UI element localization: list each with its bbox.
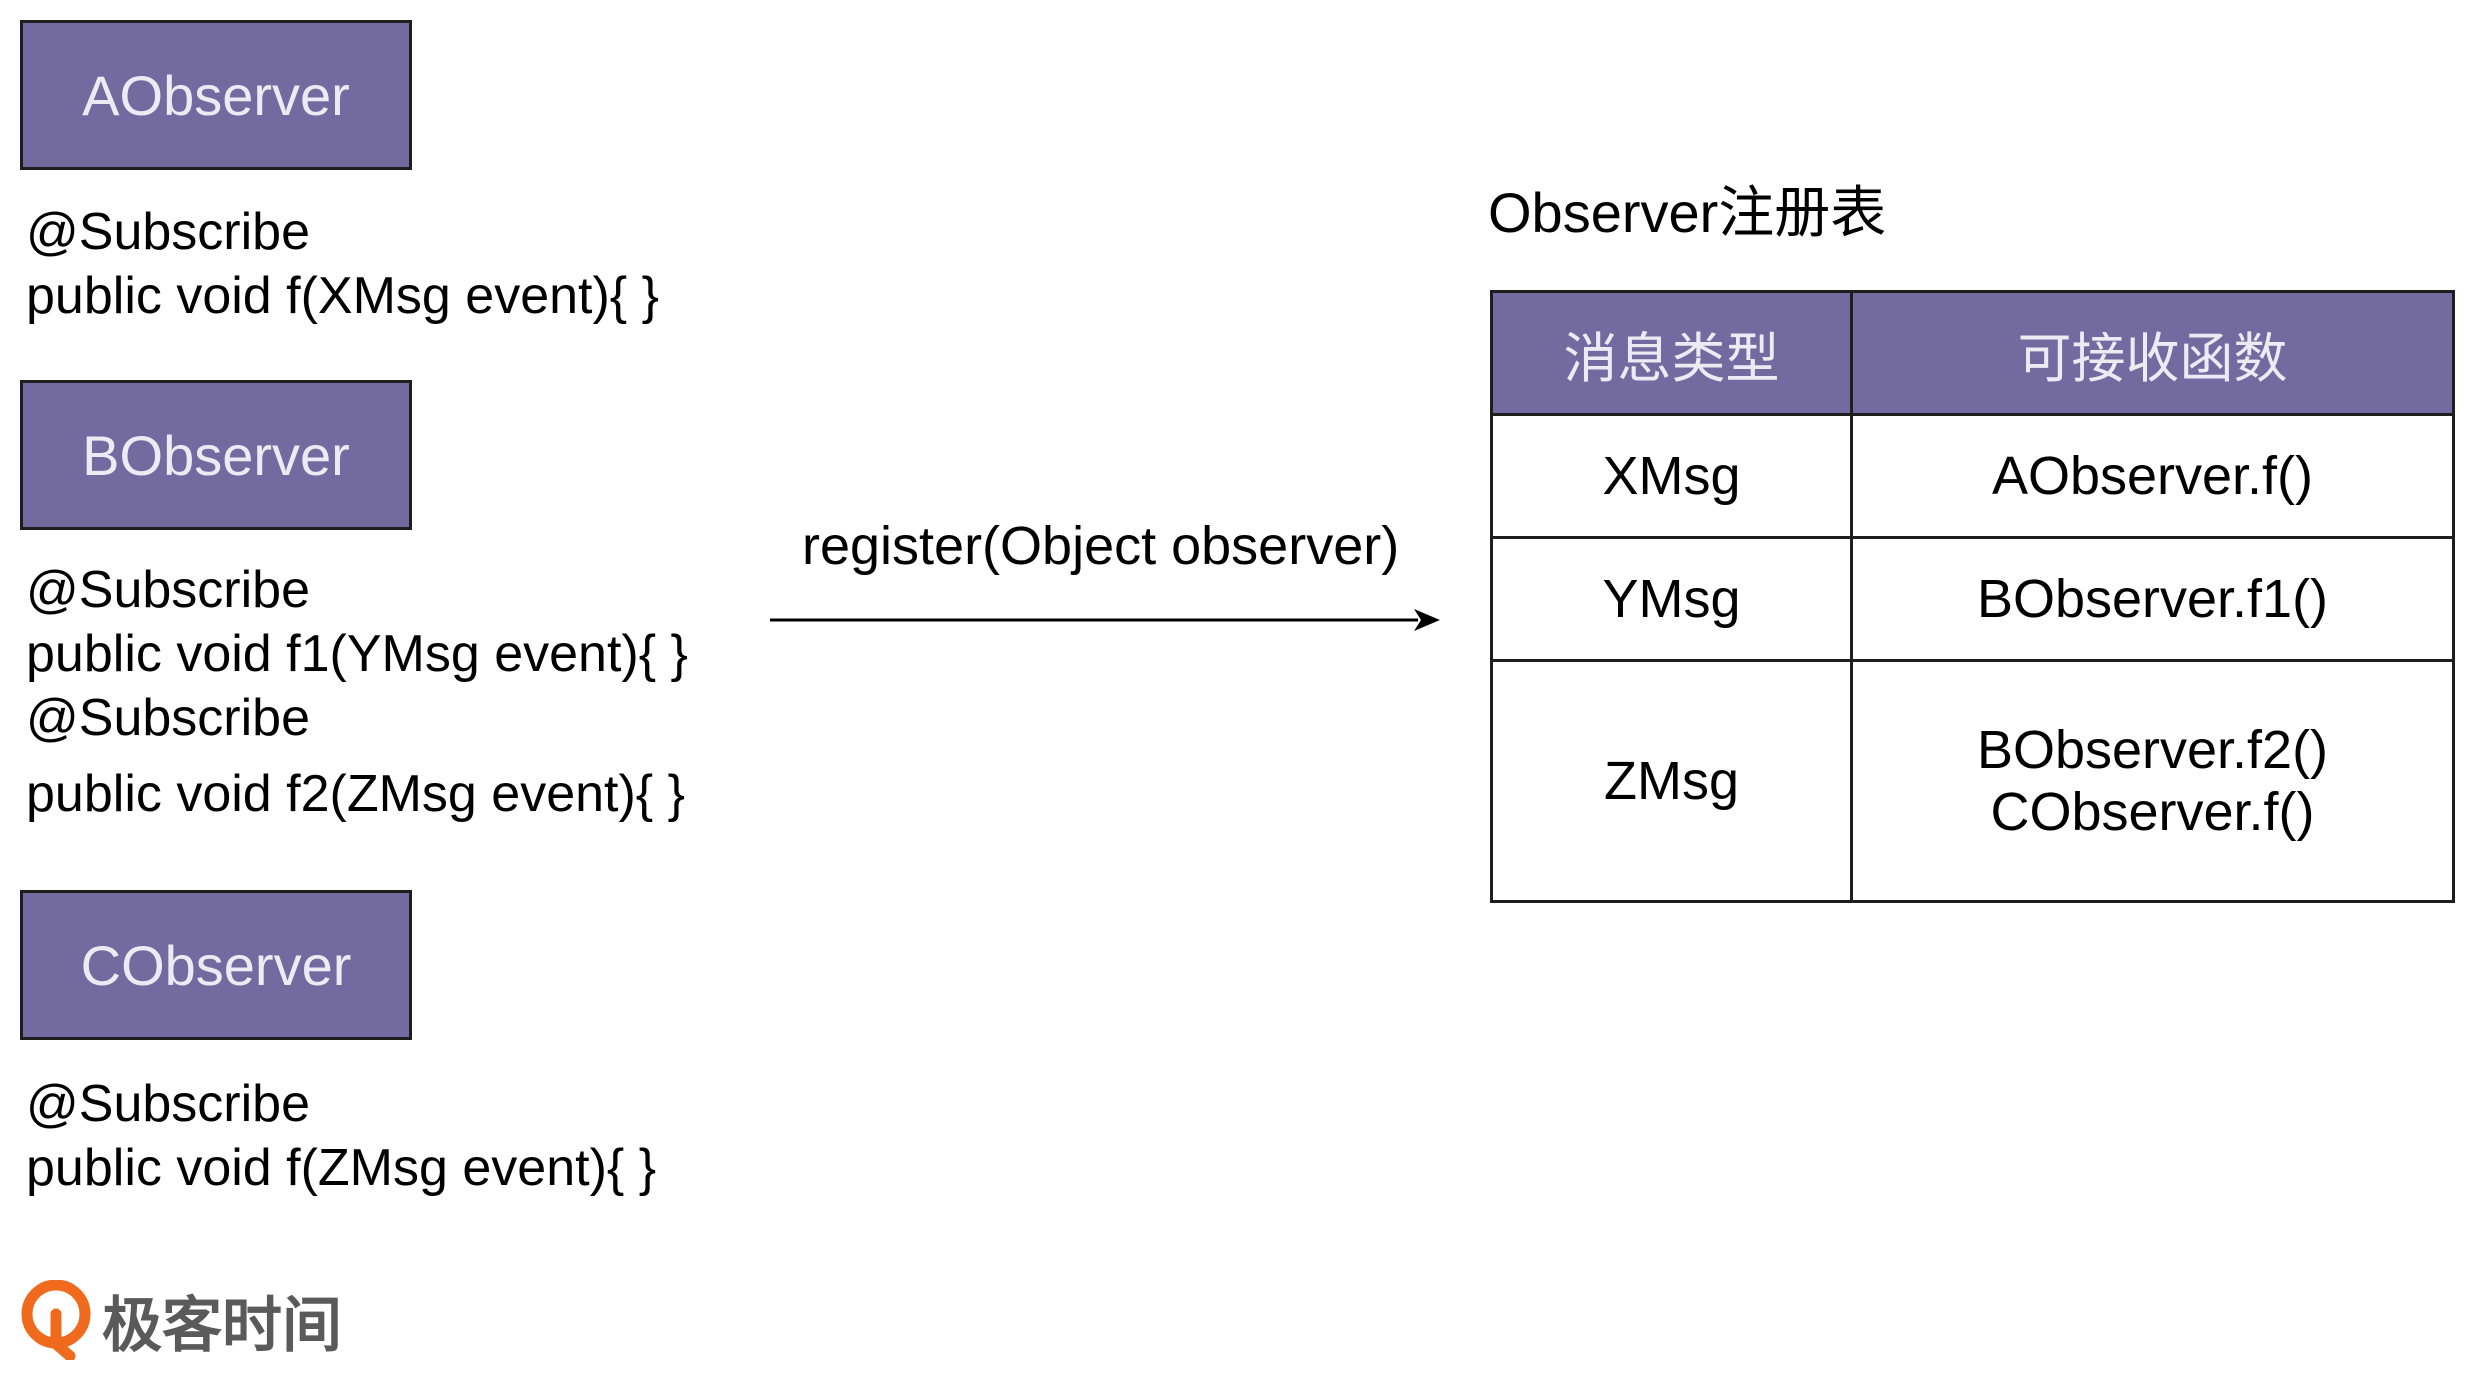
- aobserver-code: @Subscribe public void f(XMsg event){ }: [26, 200, 659, 328]
- code-line: public void f2(ZMsg event){ }: [26, 765, 685, 823]
- cobserver-code: @Subscribe public void f(ZMsg event){ }: [26, 1072, 656, 1200]
- cobserver-label: CObserver: [80, 933, 352, 997]
- code-line: @Subscribe: [26, 1075, 311, 1133]
- register-method-label: register(Object observer): [802, 516, 1400, 576]
- code-line: @Subscribe: [26, 203, 311, 261]
- code-line: public void f(XMsg event){ }: [26, 267, 659, 325]
- table-row: XMsg AObserver.f(): [1490, 413, 2455, 539]
- table-row: YMsg BObserver.f1(): [1490, 536, 2455, 662]
- function-name: BObserver.f1(): [1976, 569, 2329, 629]
- table-row: ZMsg BObserver.f2() CObserver.f(): [1490, 659, 2455, 903]
- registry-title: Observer注册表: [1488, 181, 1887, 244]
- bobserver-label: BObserver: [82, 423, 350, 487]
- functions-cell: BObserver.f2() CObserver.f(): [1850, 659, 2455, 903]
- code-line: @Subscribe: [26, 561, 311, 619]
- table-header-row: 消息类型 可接收函数: [1490, 290, 2455, 416]
- brand-watermark: 极客时间: [20, 1280, 342, 1360]
- aobserver-label: AObserver: [82, 63, 350, 127]
- bobserver-code: @Subscribe public void f1(YMsg event){ }…: [26, 558, 688, 826]
- code-line: public void f1(YMsg event){ }: [26, 625, 688, 683]
- functions-cell: BObserver.f1(): [1850, 536, 2455, 662]
- registry-table: 消息类型 可接收函数 XMsg AObserver.f() YMsg BObse…: [1490, 290, 2455, 903]
- aobserver-box: AObserver: [20, 20, 412, 170]
- function-name: CObserver.f(): [1990, 782, 2315, 842]
- message-type-cell: XMsg: [1490, 413, 1853, 539]
- register-arrow-icon: [770, 609, 1440, 631]
- functions-cell: AObserver.f(): [1850, 413, 2455, 539]
- header-message-type: 消息类型: [1490, 290, 1853, 416]
- bobserver-box: BObserver: [20, 380, 412, 530]
- code-line: public void f(ZMsg event){ }: [26, 1139, 657, 1197]
- code-line: @Subscribe: [26, 689, 311, 747]
- function-name: BObserver.f2(): [1976, 720, 2329, 780]
- message-type-cell: YMsg: [1490, 536, 1853, 662]
- brand-text: 极客时间: [102, 1291, 342, 1359]
- geektime-logo-icon: [21, 1280, 91, 1360]
- message-type-cell: ZMsg: [1490, 659, 1853, 903]
- function-name: AObserver.f(): [1991, 446, 2314, 506]
- cobserver-box: CObserver: [20, 890, 412, 1040]
- header-receivable-functions: 可接收函数: [1850, 290, 2455, 416]
